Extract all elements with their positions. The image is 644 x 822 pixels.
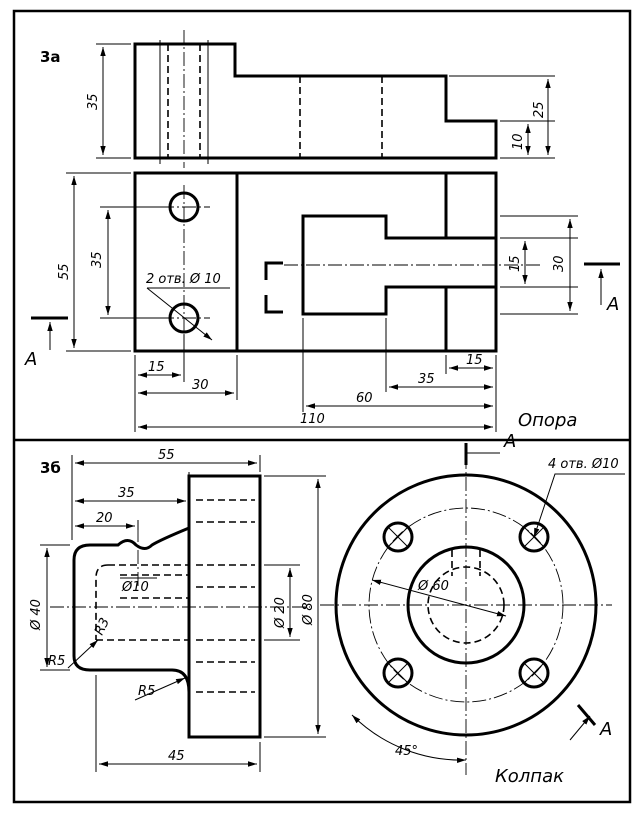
dim-b-angle: 45°: [395, 744, 418, 759]
section-mark-b-bottom: А: [599, 719, 612, 740]
panel-3a: 3а: [24, 30, 620, 432]
dim-15-right: 15: [508, 255, 523, 272]
dim-b-r5-bottom: R5: [138, 684, 155, 699]
section-mark-right: А: [606, 294, 619, 315]
panel-a-label: 3а: [40, 48, 61, 66]
dim-15-bottom-right: 15: [466, 353, 483, 368]
section-marks-b: А А: [464, 431, 612, 741]
front-view-a: [133, 30, 498, 168]
dim-60: 60: [356, 391, 373, 406]
dim-b-45: 45: [168, 749, 185, 764]
dim-35-front: 35: [86, 93, 101, 110]
dim-b-20: 20: [96, 511, 113, 526]
dim-b-d80: Ø 80: [301, 594, 316, 626]
dim-b-r5-left: R5: [48, 654, 65, 669]
dim-b-d40: Ø 40: [29, 599, 44, 631]
sheet-border: [12, 9, 632, 804]
dim-b-d20: Ø 20: [273, 597, 288, 629]
panel-3b: 3б 55 35: [29, 431, 625, 787]
dimensions-a: 35 10 25 55 35 2 отв. Ø 10: [57, 43, 578, 432]
dim-b-55: 55: [158, 448, 175, 463]
dim-holes-a: 2 отв. Ø 10: [146, 272, 221, 287]
dim-35-bottom: 35: [418, 372, 435, 387]
section-mark-b-top: А: [503, 431, 516, 452]
dim-110: 110: [300, 412, 325, 427]
part-name-b: Колпак: [495, 766, 564, 787]
dim-b-holes: 4 отв. Ø10: [548, 457, 619, 472]
dim-35-top: 35: [90, 251, 105, 268]
side-view-b: [50, 474, 310, 739]
top-view-a: [133, 171, 540, 353]
section-mark-left: А: [24, 349, 37, 370]
front-view-b: Ø 60 4 отв. Ø10 45°: [320, 455, 625, 775]
dim-30-bottom: 30: [192, 378, 209, 393]
dim-10: 10: [511, 133, 526, 150]
dim-b-d60: Ø 60: [417, 579, 449, 594]
dim-b-35: 35: [118, 486, 135, 501]
dimensions-b-side: 55 35 20 Ø10 Ø 40 R5 R3 R5 Ø 20 Ø 80: [29, 448, 326, 772]
part-name-a: Опора: [518, 410, 577, 431]
dim-15-bottom: 15: [148, 360, 165, 375]
section-marks-a: А А: [24, 261, 620, 370]
dim-b-r3: R3: [92, 616, 113, 638]
panel-b-label: 3б: [40, 459, 61, 477]
dim-25: 25: [532, 101, 547, 118]
dim-55: 55: [57, 263, 72, 280]
dim-30-right: 30: [552, 255, 567, 272]
dim-b-d10: Ø10: [121, 580, 149, 595]
